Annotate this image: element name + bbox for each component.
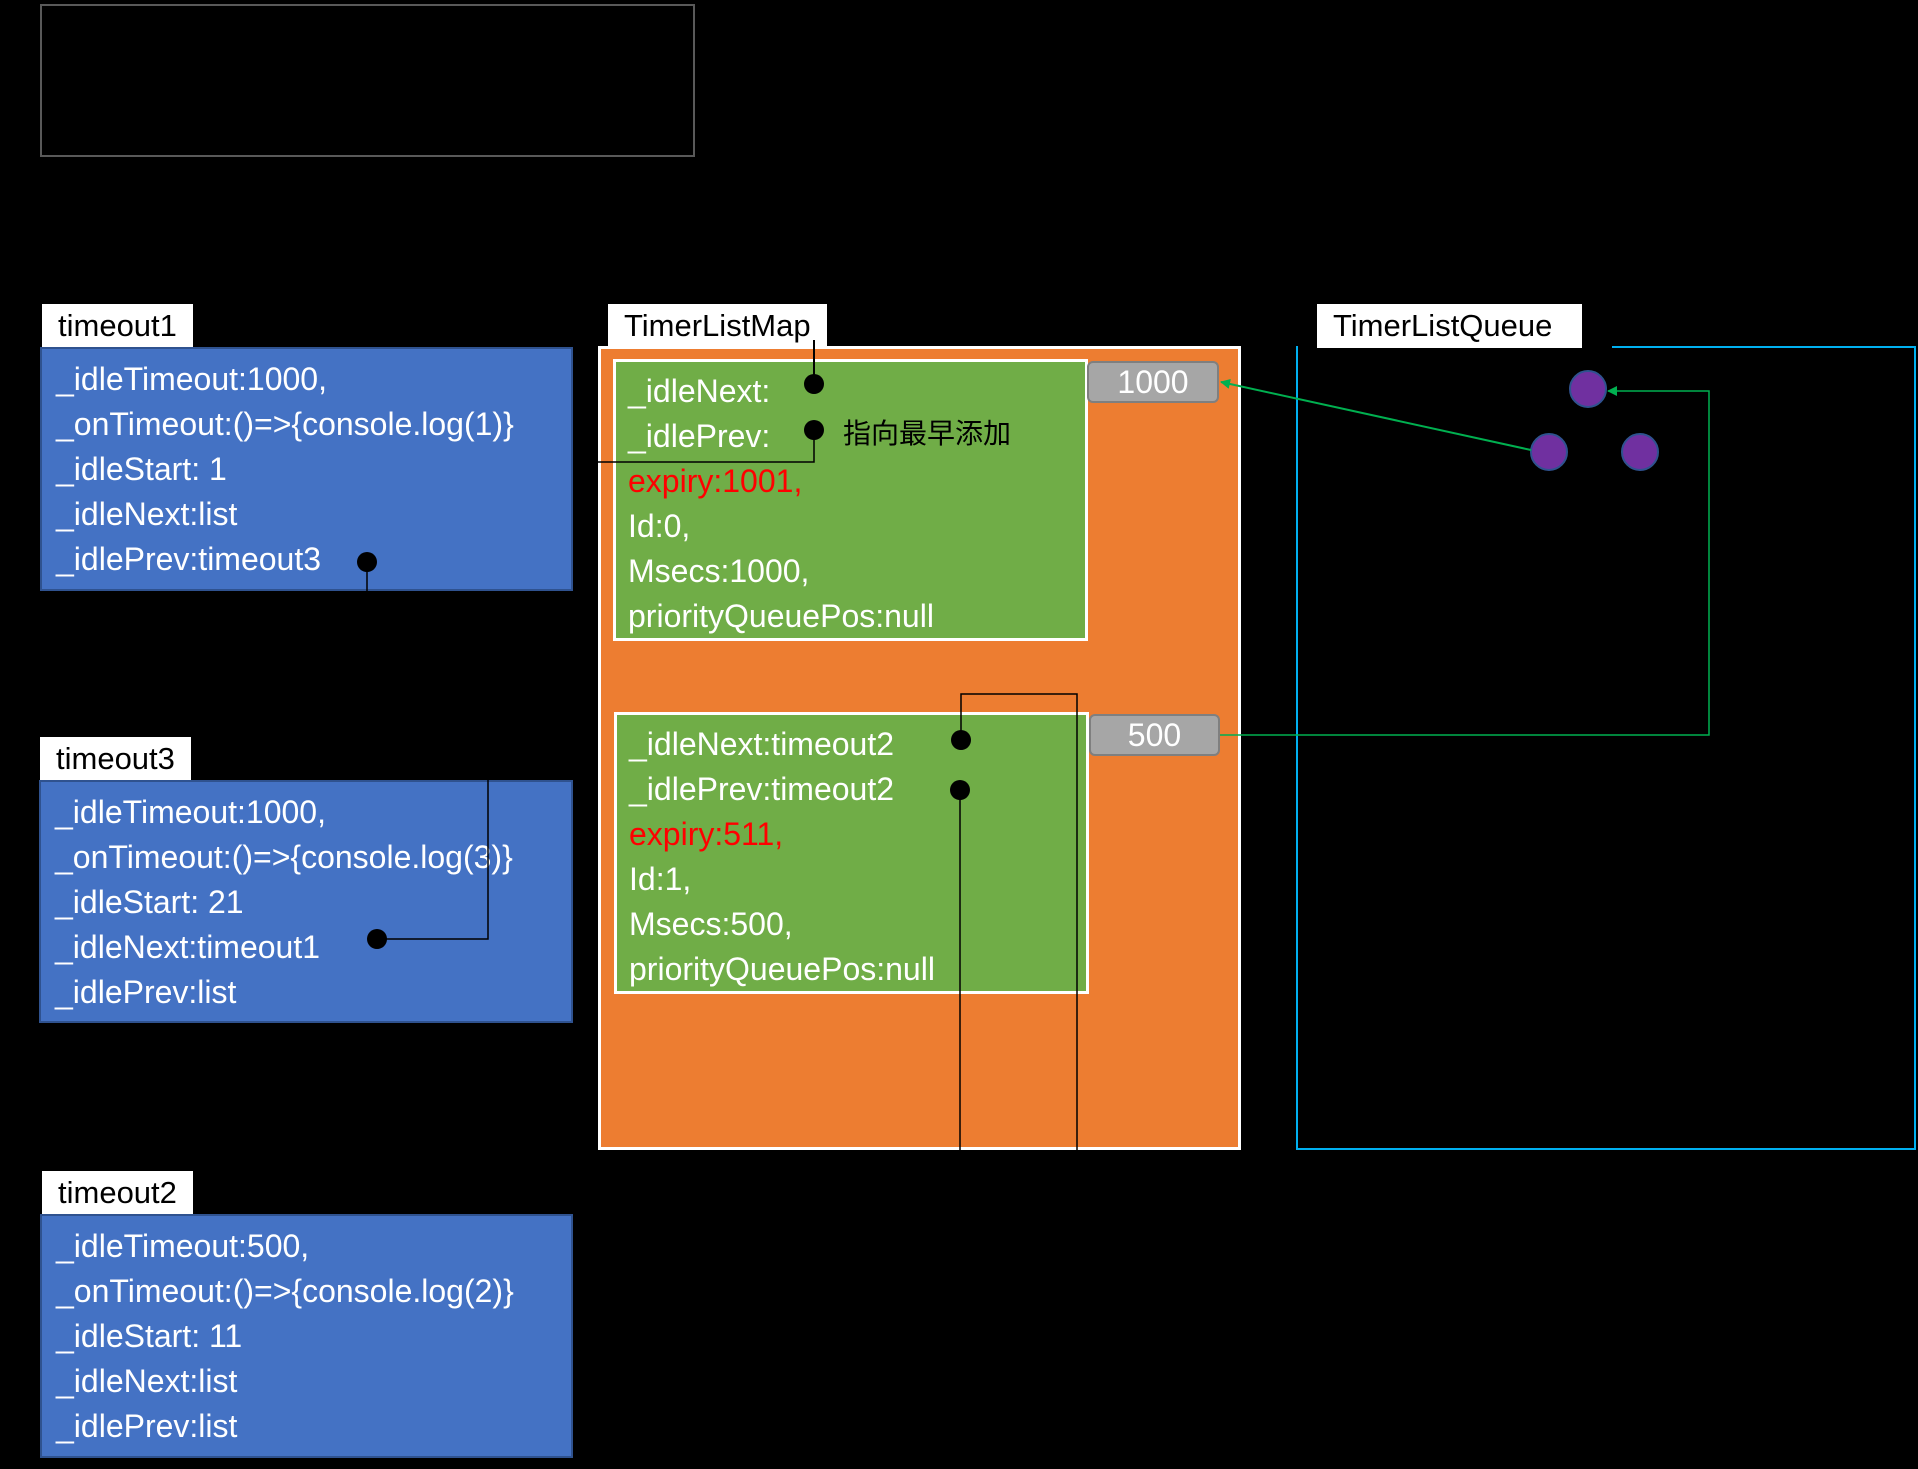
timeout1-idle-next: _idleNext:list	[56, 496, 238, 532]
queue-to-list1000-arrow	[1220, 379, 1532, 451]
list500-msecs: Msecs:500,	[629, 906, 793, 942]
list1000-msecs: Msecs:1000,	[628, 553, 810, 589]
timer-list-500: _idleNext:timeout2 _idlePrev:timeout2 ex…	[614, 712, 1089, 994]
list1000-idle-prev-dot	[804, 420, 824, 440]
timeout1-idle-prev: _idlePrev:timeout3	[56, 541, 322, 577]
queue-node-left	[1530, 433, 1568, 471]
map-key-1000: 1000	[1087, 361, 1219, 403]
map-key-500: 500	[1089, 714, 1220, 756]
list500-expiry: expiry:511,	[629, 816, 784, 852]
timeout3-idle-start: _idleStart: 21	[55, 884, 244, 920]
list500-idle-prev-dot	[950, 780, 970, 800]
list500-idle-prev: _idlePrev:timeout2	[629, 771, 895, 807]
list1000-idle-next: _idleNext:	[628, 373, 771, 409]
timeout2-idle-next: _idleNext:list	[56, 1363, 238, 1399]
list500-to-queue-arrow	[1220, 386, 1710, 736]
timeout3-on-timeout: _onTimeout:()=>{console.log(3)}	[55, 839, 513, 875]
list1000-idle-prev-pointer	[598, 430, 815, 463]
timeout3-title: timeout3	[40, 737, 191, 781]
timeout2-idle-prev: _idlePrev:list	[56, 1408, 238, 1444]
timer-list-queue-title: TimerListQueue	[1317, 304, 1583, 348]
timeout2-idle-timeout: _idleTimeout:500,	[56, 1228, 310, 1264]
list1000-expiry: expiry:1001,	[628, 463, 803, 499]
timeout2-title: timeout2	[42, 1171, 193, 1215]
list500-idle-next: _idleNext:timeout2	[629, 726, 895, 762]
queue-node-root	[1569, 370, 1607, 408]
timeout1-on-timeout: _onTimeout:()=>{console.log(1)}	[56, 406, 514, 442]
earliest-added-note: 指向最早添加	[843, 418, 1012, 449]
timeout2-idle-start: _idleStart: 11	[56, 1318, 243, 1354]
timeout1-idle-timeout: _idleTimeout:1000,	[56, 361, 327, 397]
timeout3-idle-next: _idleNext:timeout1	[55, 929, 321, 965]
list1000-priority-queue-pos: priorityQueuePos:null	[628, 598, 934, 634]
timeout1-idle-start: _idleStart: 1	[56, 451, 227, 487]
timeout3-idle-prev: _idlePrev:list	[55, 974, 237, 1010]
timeout3-node: _idleTimeout:1000, _onTimeout:()=>{conso…	[39, 780, 573, 1023]
list1000-idle-prev: _idlePrev:	[628, 418, 771, 454]
list500-id: Id:1,	[629, 861, 692, 897]
list500-priority-queue-pos: priorityQueuePos:null	[629, 951, 935, 987]
timeout1-idle-prev-dot	[357, 552, 377, 572]
timeout3-idle-next-dot	[367, 929, 387, 949]
list1000-id: Id:0,	[628, 508, 691, 544]
timer-list-queue	[1296, 346, 1916, 1150]
list500-idle-next-dot	[951, 730, 971, 750]
list500-idle-next-pointer	[960, 693, 1078, 1150]
timeout2-node: _idleTimeout:500, _onTimeout:()=>{consol…	[40, 1214, 573, 1458]
timer-list-map-title: TimerListMap	[608, 304, 827, 348]
timeout1-node: _idleTimeout:1000, _onTimeout:()=>{conso…	[40, 347, 573, 591]
empty-box	[40, 4, 695, 157]
queue-node-right	[1621, 433, 1659, 471]
timeout3-idle-timeout: _idleTimeout:1000,	[55, 794, 326, 830]
timer-list-1000: _idleNext: _idlePrev: expiry:1001, Id:0,…	[613, 359, 1088, 641]
list1000-idle-next-dot	[804, 374, 824, 394]
timeout2-on-timeout: _onTimeout:()=>{console.log(2)}	[56, 1273, 514, 1309]
queue-top-border	[1612, 346, 1916, 348]
timeout3-idle-next-pointer	[377, 780, 489, 940]
timeout1-title: timeout1	[42, 304, 193, 348]
